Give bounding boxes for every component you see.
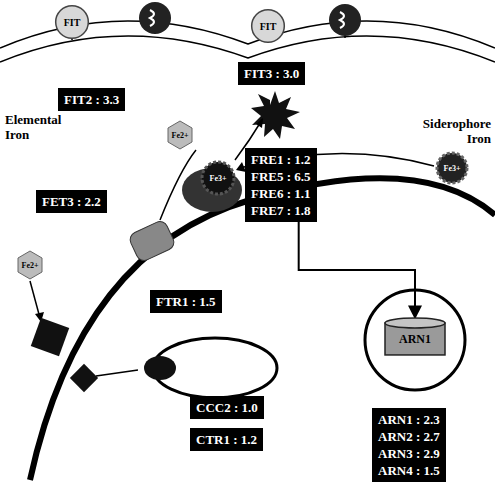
gene-value-box: CTR1 : 1.2 [190, 428, 263, 451]
flow-arrow [299, 222, 415, 318]
node-text: FET3 : 2.2 [42, 193, 101, 210]
iron-source-label: Siderophore Iron [405, 116, 491, 146]
balloon-mark [340, 12, 344, 28]
fit-balloon: FIT [55, 5, 89, 39]
ion-label: Fe2+ [22, 261, 39, 270]
arrowhead [256, 118, 263, 128]
node-text: ARN4 : 1.5 [378, 462, 440, 479]
gene-value-box: FTR1 : 1.5 [150, 290, 222, 313]
gene-value-box: CCC2 : 1.0 [190, 396, 264, 419]
node-text: FIT3 : 3.0 [244, 65, 299, 82]
fet3-ftr1-complex [128, 219, 177, 263]
wall-line [0, 36, 495, 62]
gene-value-box: FIT2 : 3.3 [58, 88, 125, 111]
node-text: FIT [260, 21, 277, 32]
balloon-mark [150, 10, 154, 26]
node-text: ARN1 : 2.3 [378, 411, 440, 428]
ferrous-ion [18, 251, 42, 279]
node-text: FRE7 : 1.8 [251, 202, 311, 219]
transport-arrow [30, 281, 40, 318]
node-text: FTR1 : 1.5 [156, 293, 216, 310]
balloon-body [252, 10, 285, 43]
dark-mannoprotein [139, 2, 361, 36]
gene-value-box: FIT3 : 3.0 [238, 62, 305, 85]
copper-ion [70, 364, 98, 392]
barrel-top [385, 318, 445, 328]
ion-label: Fe3+ [444, 164, 461, 173]
released-siderophore [251, 91, 300, 139]
copper-arrow [96, 370, 138, 376]
balloon-body [56, 6, 89, 39]
reduction-arrow [160, 150, 196, 220]
node-text: CCC2 : 1.0 [196, 399, 258, 416]
node-text: CTR1 : 1.2 [196, 431, 257, 448]
balloon-stems [72, 28, 345, 43]
dark-balloon [139, 2, 171, 34]
ion-label: Fe2+ [172, 131, 189, 140]
siderophore-star [202, 162, 234, 194]
node-text: FIT2 : 3.3 [64, 91, 119, 108]
dark-balloon [329, 4, 361, 36]
node-text: ARN1 [399, 332, 431, 347]
node-text: FRE6 : 1.1 [251, 185, 311, 202]
gene-value-box: FET3 : 2.2 [36, 190, 107, 213]
node-text: FRE1 : 1.2 [251, 151, 311, 168]
node-text: FIT [64, 17, 81, 28]
ferrous-ion [168, 121, 192, 149]
gene-value-box: FRE1 : 1.2FRE5 : 6.5FRE6 : 1.1FRE7 : 1.8 [245, 148, 317, 222]
fit-balloon: FIT [251, 9, 285, 43]
node-text: FRE5 : 6.5 [251, 168, 311, 185]
gene-value-box: ARN1 : 2.3ARN2 : 2.7ARN3 : 2.9ARN4 : 1.5 [372, 408, 446, 482]
node-text: ARN3 : 2.9 [378, 445, 440, 462]
iron-source-label: Elemental Iron [5, 112, 83, 142]
plasma-membrane [30, 178, 495, 480]
transporter-barrel: ARN1 [385, 318, 445, 360]
siderophore-star [437, 153, 467, 183]
ion-label: Fe3+ [210, 174, 227, 183]
copper-pump [144, 356, 176, 380]
vacuolar-transporter [31, 318, 69, 356]
node-text: ARN2 : 2.7 [378, 428, 440, 445]
